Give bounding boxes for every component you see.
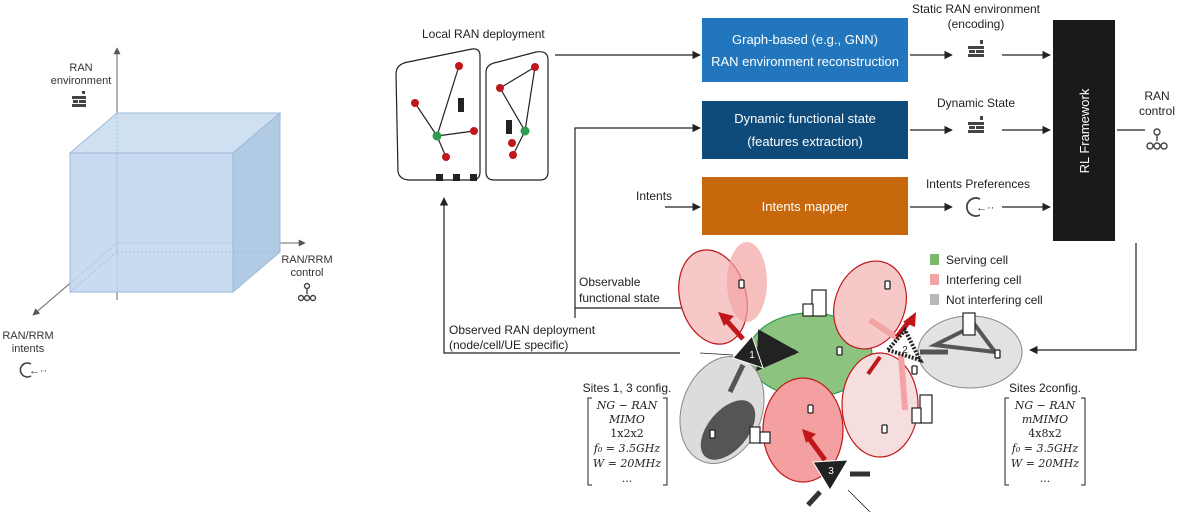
svg-text:NG − RAN: NG − RAN <box>596 399 658 412</box>
svg-text:...: ... <box>622 472 633 485</box>
control-nodes-icon <box>1146 128 1168 150</box>
axis-x-label-1: RAN/RRM <box>281 254 332 266</box>
deployment-ellipsis <box>436 174 477 181</box>
axis-y-label-2: intents <box>12 343 45 355</box>
site-1-station: 1 <box>732 335 764 369</box>
svg-text:(features extraction): (features extraction) <box>747 134 863 149</box>
axis-y-label-1: RAN/RRM <box>2 330 53 342</box>
dynamic-state-box: Dynamic functional state (features extra… <box>702 101 908 159</box>
rl-framework-box: RL Framework <box>1053 20 1115 241</box>
intents-pref-label: Intents Preferences <box>926 177 1030 191</box>
svg-text:3: 3 <box>828 466 834 477</box>
sites-13-config: Sites 1, 3 config. NG − RAN MIMO 1x2x2 f… <box>583 381 672 486</box>
legend-label-not-interfering: Not interfering cell <box>946 293 1043 307</box>
svg-text:NG − RAN: NG − RAN <box>1014 399 1076 412</box>
brick-wall-icon <box>968 40 984 57</box>
control-nodes-icon <box>297 282 317 302</box>
intent-refresh-icon: ←·· <box>966 197 994 217</box>
svg-text:4x8x2: 4x8x2 <box>1028 427 1061 440</box>
static-env-label-2: (encoding) <box>948 17 1005 31</box>
svg-text:W = 20MHz: W = 20MHz <box>1011 457 1079 470</box>
sites-2-title: Sites 2config. <box>1009 381 1081 395</box>
svg-text:←··: ←·· <box>976 202 994 214</box>
cube-figure: RAN environment RAN/RRM control RAN/RRM … <box>2 47 333 378</box>
observed-label-1: Observed RAN deployment <box>449 323 596 337</box>
flow-arrows <box>439 50 1145 355</box>
svg-text:RAN environment reconstruction: RAN environment reconstruction <box>711 54 899 69</box>
cell-deployment-figure: 1 2 3 <box>678 242 1023 512</box>
axis-z-label-1: RAN <box>69 62 92 74</box>
gnn-box: Graph-based (e.g., GNN) RAN environment … <box>702 18 908 82</box>
axis-x-label-2: control <box>290 267 323 279</box>
svg-text:RL Framework: RL Framework <box>1077 88 1092 173</box>
brick-wall-icon <box>72 91 86 107</box>
site-2-config: Sites 2config. NG − RAN mMIMO 4x8x2 f₀ =… <box>1004 381 1086 486</box>
deployment-panel-2 <box>485 51 549 181</box>
legend-swatch-serving <box>930 254 939 265</box>
deployment-title: Local RAN deployment <box>422 27 545 41</box>
local-deployment: Local RAN deployment <box>395 27 549 181</box>
dynamic-state-label: Dynamic State <box>937 96 1015 110</box>
deployment-panel-1 <box>395 48 481 181</box>
building-icon <box>749 289 976 444</box>
intent-refresh-icon: ←·· <box>19 362 47 378</box>
svg-text:Intents mapper: Intents mapper <box>762 199 849 214</box>
svg-text:Dynamic functional state: Dynamic functional state <box>734 111 876 126</box>
legend: Serving cell Interfering cell Not interf… <box>930 253 1043 307</box>
svg-text:Graph-based (e.g., GNN): Graph-based (e.g., GNN) <box>732 32 878 47</box>
svg-text:...: ... <box>1040 472 1051 485</box>
legend-swatch-interfering <box>930 274 939 285</box>
intents-mapper-box: Intents mapper <box>702 177 908 235</box>
svg-text:1: 1 <box>749 350 755 361</box>
axis-z-label-2: environment <box>51 75 112 87</box>
observable-label-2: functional state <box>579 291 660 305</box>
base-station-node <box>432 131 442 141</box>
static-env-label-1: Static RAN environment <box>912 2 1041 16</box>
legend-label-serving: Serving cell <box>946 253 1008 267</box>
base-station-node <box>520 126 530 136</box>
svg-text:1x2x2: 1x2x2 <box>610 427 643 440</box>
ran-control-label-2: control <box>1139 104 1175 118</box>
legend-swatch-not-interfering <box>930 294 939 305</box>
svg-text:W = 20MHz: W = 20MHz <box>593 457 661 470</box>
observable-label-1: Observable <box>579 275 641 289</box>
svg-text:←··: ←·· <box>29 365 47 377</box>
svg-text:MIMO: MIMO <box>608 413 645 426</box>
svg-text:mMIMO: mMIMO <box>1022 413 1068 426</box>
ue-nodes <box>411 62 539 161</box>
site-2-station: 2 <box>884 326 924 364</box>
observed-label-2: (node/cell/UE specific) <box>449 338 568 352</box>
ran-control-label-1: RAN <box>1144 89 1169 103</box>
brick-wall-icon <box>968 116 984 133</box>
svg-text:f₀ = 3.5GHz: f₀ = 3.5GHz <box>1011 442 1079 455</box>
legend-label-interfering: Interfering cell <box>946 273 1021 287</box>
sites-13-title: Sites 1, 3 config. <box>583 381 672 395</box>
intents-label: Intents <box>636 189 672 203</box>
phone-icon <box>709 279 1001 439</box>
site-3-station: 3 <box>812 459 849 491</box>
svg-text:f₀ = 3.5GHz: f₀ = 3.5GHz <box>593 442 661 455</box>
svg-text:2: 2 <box>902 345 908 356</box>
